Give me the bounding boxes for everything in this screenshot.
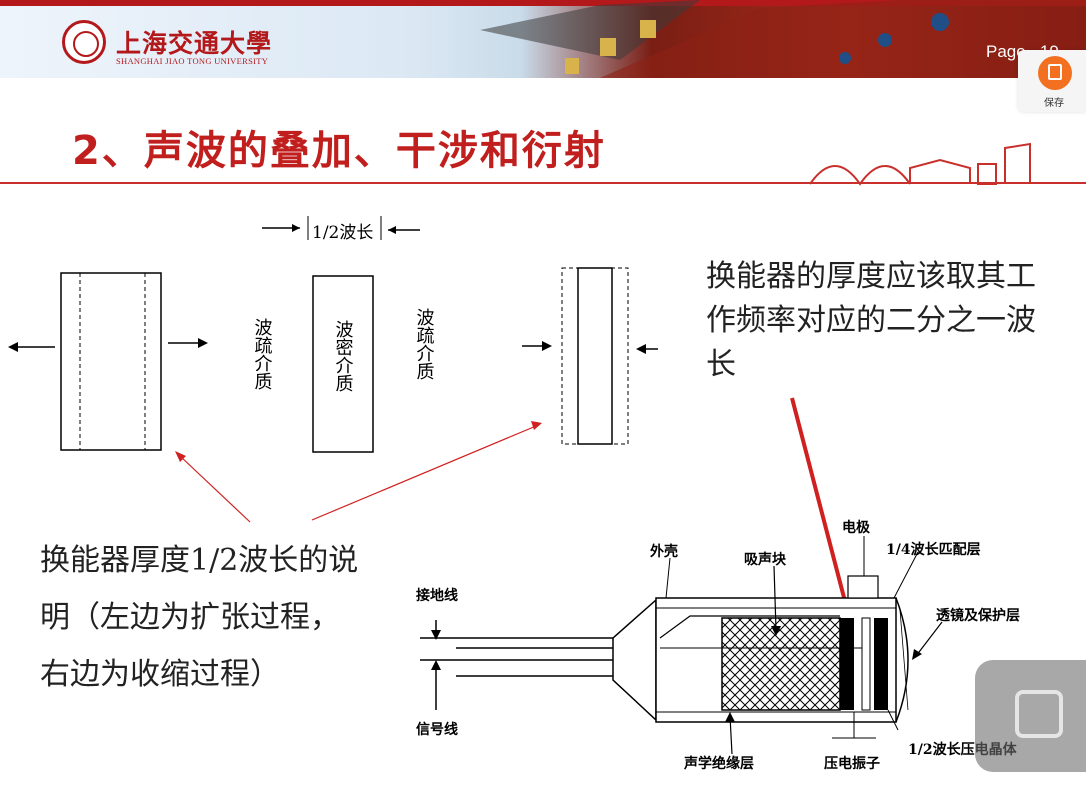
half-wavelength-explanation: 换能器厚度1/2波长的说明（左边为扩张过程，右边为收缩过程）	[40, 543, 359, 692]
university-name-cn: 上海交通大學	[116, 29, 273, 58]
thickness-note: 换能器的厚度应该取其工作频率对应的二分之一波长	[706, 259, 1036, 382]
shrink-icon	[1015, 690, 1063, 738]
roof-decoration	[480, 0, 1086, 78]
piezo-vibrator-label: 压电振子	[824, 755, 880, 772]
shell-label: 外壳	[650, 543, 678, 560]
save-button-label: 保存	[1044, 98, 1064, 109]
signal-wire-label: 信号线	[416, 721, 458, 738]
half-wavelength-label: 1/2波长	[312, 223, 373, 243]
header-banner: 上海交通大學 SHANGHAI JIAO TONG UNIVERSITY Pag…	[0, 0, 1086, 78]
dense-medium-label: 波密介质	[333, 320, 354, 392]
exit-fullscreen-button[interactable]	[975, 660, 1086, 772]
university-seal-logo	[62, 20, 106, 64]
save-button[interactable]: 保存	[1018, 50, 1086, 112]
lens-protective-layer-label: 透镜及保护层	[936, 607, 1020, 624]
header-red-stripe	[0, 0, 1086, 6]
university-name-en: SHANGHAI JIAO TONG UNIVERSITY	[116, 56, 269, 66]
acoustic-insulation-label: 声学绝缘层	[683, 755, 754, 772]
quarter-matching-layer-label: 1/4波长匹配层	[886, 541, 981, 558]
sound-absorber-label: 吸声块	[744, 551, 787, 568]
title-divider	[0, 182, 1086, 184]
transducer-structure-diagram: 电极 1/4波长匹配层 外壳 吸声块 接地线 透镜及保护层 信号线 声学绝缘层 …	[416, 397, 1020, 772]
electrode-label: 电极	[842, 519, 871, 536]
half-wavelength-diagram: 1/2波长 波疏介质 波密介质 波疏介质	[8, 216, 658, 523]
campus-skyline-decoration	[810, 142, 1031, 186]
save-icon	[1038, 56, 1072, 90]
slide-title: 2、声波的叠加、干涉和衍射	[72, 128, 606, 174]
ground-wire-label: 接地线	[416, 587, 458, 604]
sparse-medium-right-label: 波疏介质	[414, 308, 435, 380]
sparse-medium-left-label: 波疏介质	[252, 318, 273, 390]
